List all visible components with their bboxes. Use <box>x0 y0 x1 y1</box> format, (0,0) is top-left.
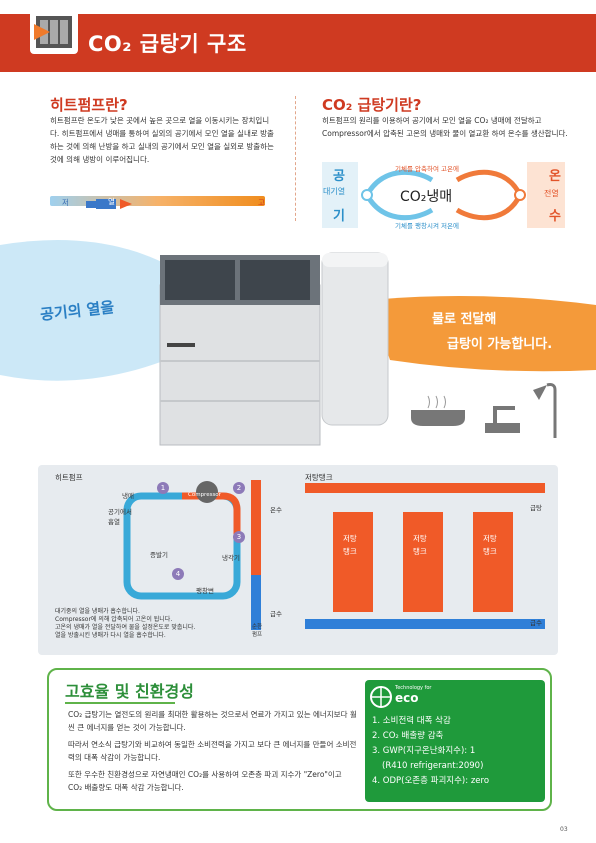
legend-item: 열을 방출시킨 냉매가 다시 열을 흡수합니다. <box>55 632 166 639</box>
globe-icon <box>370 686 392 712</box>
bar-high-label: 고 <box>258 198 265 207</box>
heatpump-body: 히트펌프란 온도가 낮은 곳에서 높은 곳으로 열을 이동시키는 장치입니다. … <box>50 116 274 164</box>
tank-3-label: 저탕탱크 <box>483 534 497 556</box>
diagram-cold-supply: 급수 <box>530 619 542 627</box>
bar-heat-label: 열 <box>108 197 115 206</box>
diagram-tank-section-label: 저탕탱크 <box>305 473 333 482</box>
diagram-supply-water: 급수 <box>270 610 282 618</box>
diagram-heatpump-label: 히트펌프 <box>55 473 83 482</box>
tank-piping <box>305 480 550 630</box>
water-callout-shape <box>370 290 596 375</box>
eco-badge-small: Technology for <box>395 685 432 691</box>
diagram-legend: 대기중의 열을 냉매가 흡수합니다. Compressor에 의해 압축되어 고… <box>55 608 255 640</box>
shower-icon <box>525 380 565 444</box>
legend-item: 고온의 냉매가 열을 전달하여 물을 설정온도로 맞춥니다. <box>55 624 196 631</box>
eco-paragraph: CO₂ 급탕기는 열전도의 원리를 최대한 활용하는 것으로서 연료가 가지고 … <box>68 710 357 732</box>
co2-arc-bottom: 기체를 팽창시켜 저온에 <box>395 222 459 230</box>
diagram-air-absorb: 공기에서 흡열 <box>108 508 132 526</box>
diagram-compressor: Compressor <box>188 492 221 498</box>
tank-1-label: 저탕탱크 <box>343 534 357 556</box>
page-number: 03 <box>560 826 568 833</box>
heatpump-unit-image <box>155 245 365 455</box>
eco-title: 고효율 및 친환경성 <box>65 682 194 701</box>
eco-item: 4. ODP(오존층 파괴지수): zero <box>372 776 490 786</box>
faucet-icon <box>480 388 525 442</box>
eco-list: 1. 소비전력 대폭 삭감 2. CO₂ 배출량 감축 3. GWP(지구온난화… <box>372 714 542 789</box>
co2-right-mid: 전열 <box>544 189 559 198</box>
storage-tank-image <box>320 248 390 428</box>
diagram-expansion: 팽창변 <box>196 587 214 595</box>
eco-title-underline <box>65 702 175 704</box>
heatpump-title: 히트펌프란? <box>50 96 128 114</box>
eco-benefits-panel <box>365 680 545 802</box>
eco-badge-big: eco <box>395 691 419 705</box>
co2-left-bottom: 기 <box>333 209 345 224</box>
step-3-badge: 3 <box>233 531 245 543</box>
eco-item: 1. 소비전력 대폭 삭감 <box>372 716 451 726</box>
eco-item: 2. CO₂ 배출량 감축 <box>372 731 444 741</box>
co2-left-mid: 대기열 <box>323 187 346 196</box>
tank-2-label: 저탕탱크 <box>413 534 427 556</box>
section-divider <box>295 96 296 221</box>
co2-cycle-diagram <box>322 160 567 230</box>
co2-title: CO₂ 급탕기란? <box>322 96 422 114</box>
step-2-badge: 2 <box>233 482 245 494</box>
co2-left-top: 공 <box>333 169 345 184</box>
page-title: CO₂ 급탕기 구조 <box>88 32 247 56</box>
eco-item: 3. GWP(지구온난화지수): 1 <box>372 746 476 756</box>
diagram-hot-water: 온수 <box>270 506 282 514</box>
temperature-gradient-bar <box>50 196 265 206</box>
bar-low-label: 저 <box>62 198 69 207</box>
diagram-hot-supply: 급탕 <box>530 504 542 512</box>
diagram-refrigerant: 냉매 <box>122 492 134 500</box>
co2-body: 히트펌프의 원리를 이용하여 공기에서 모인 열을 CO₂ 냉매에 전달하고 C… <box>322 116 568 138</box>
diagram-condenser: 냉각기 <box>222 554 240 562</box>
legend-item: Compressor에 의해 압축되어 고온이 됩니다. <box>55 616 173 623</box>
eco-item: (R410 refrigerant:2090) <box>382 761 484 771</box>
co2-right-bottom: 수 <box>549 209 561 224</box>
diagram-evaporator: 증발기 <box>150 551 168 559</box>
water-callout-line1: 물로 전달해 <box>432 312 497 327</box>
co2-right-top: 온 <box>549 169 561 184</box>
eco-paragraph: 또한 우수한 친환경성으로 자연냉매인 CO₂를 사용하여 오존층 파괴 지수가… <box>68 770 342 792</box>
air-heat-callout-shape <box>0 225 200 395</box>
refrigerant-loop <box>115 478 275 618</box>
vertical-hot-pipe <box>250 480 262 630</box>
truck-icon <box>86 195 146 214</box>
co2-center-label: CO₂냉매 <box>400 189 453 205</box>
page-header <box>0 14 596 72</box>
eco-paragraph: 따라서 연소식 급탕기와 비교하여 동일한 소비전력을 가지고 보다 큰 에너지… <box>68 740 357 762</box>
diagram-pump: 순환 펌프 <box>252 624 263 638</box>
step-1-badge: 1 <box>157 482 169 494</box>
legend-item: 대기중의 열을 냉매가 흡수합니다. <box>55 608 140 615</box>
bathtub-icon <box>408 390 468 434</box>
document-icon <box>30 10 78 54</box>
water-callout-line2: 급탕이 가능합니다. <box>447 337 553 352</box>
co2-arc-top: 기체를 압축하여 고온에 <box>395 165 459 173</box>
step-4-badge: 4 <box>172 568 184 580</box>
